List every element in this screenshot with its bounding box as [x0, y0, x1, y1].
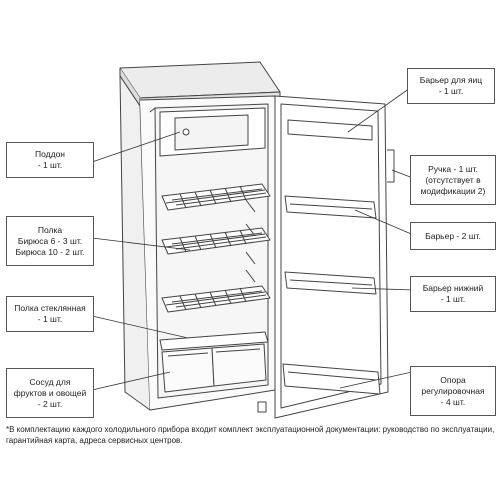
leader-door-barrier [354, 209, 417, 237]
door-barrier-1 [284, 195, 377, 219]
leader-shelf [91, 237, 191, 251]
wire-shelf-3 [161, 285, 271, 313]
documentation-footnote: *В комплектацию каждого холодильного при… [6, 424, 496, 446]
label-door-barrier: Барьер - 2 шт. [410, 222, 496, 250]
leader-bottom-barrier [351, 287, 415, 291]
label-crisper-line3: - 2 шт. [37, 398, 63, 409]
door-handle [387, 149, 395, 183]
label-bottom-barrier-line1: Барьер нижний [422, 283, 484, 293]
adjustable-foot [257, 401, 267, 413]
door-egg-barrier [287, 119, 373, 141]
label-bottom-barrier-line2: - 1 шт. [440, 294, 466, 304]
label-crisper: Сосуд для фруктов и овощей - 2 шт. [6, 368, 94, 418]
label-shelf-line1: Полка [37, 224, 63, 235]
label-shelf-line2: Бирюса 6 - 3 шт. [17, 235, 83, 246]
freezer-knob [182, 128, 190, 136]
fridge-door [274, 95, 389, 419]
wire-shelf-2 [161, 227, 271, 255]
label-shelf: Полка Бирюса 6 - 3 шт. Бирюса 10 - 2 шт. [6, 216, 94, 266]
label-handle-line3: модификации 2) [420, 185, 486, 196]
label-adjustable-foot-line3: - 4 шт. [440, 396, 466, 407]
label-glass-shelf-line1: Полка стеклянная [14, 303, 86, 313]
label-glass-shelf-line2: - 1 шт. [37, 314, 63, 324]
label-adjustable-foot: Опора регулировочная - 4 шт. [410, 366, 496, 416]
crisper-right [211, 343, 267, 387]
label-glass-shelf: Полка стеклянная - 1 шт. [6, 296, 94, 332]
label-handle-line1: Ручка - 1 шт. [428, 163, 478, 174]
label-bottom-barrier: Барьер нижний - 1 шт. [410, 276, 496, 312]
leader-glass-shelf [91, 315, 189, 339]
footnote-line2: гарантийная карта, адреса сервисных цент… [6, 436, 183, 445]
label-egg-barrier-line1: Барьер для яиц [419, 75, 483, 85]
footnote-line1: *В комплектацию каждого холодильного при… [6, 425, 495, 434]
leader-egg-barrier [347, 87, 411, 133]
label-tray-line1: Поддон [35, 149, 65, 159]
door-barrier-2 [284, 271, 377, 295]
label-egg-barrier: Барьер для яиц - 1 шт. [407, 68, 495, 104]
label-adjustable-foot-line1: Опора [440, 374, 466, 385]
label-shelf-line3: Бирюса 10 - 2 шт. [15, 246, 85, 257]
leader-adjustable-foot [339, 371, 413, 389]
label-handle: Ручка - 1 шт. (отсутствует в модификации… [410, 155, 496, 205]
label-tray: Поддон - 1 шт. [6, 142, 94, 178]
label-egg-barrier-line2: - 1 шт. [438, 86, 464, 96]
label-crisper-line2: фруктов и овощей [13, 387, 87, 398]
glass-shelf [159, 331, 269, 351]
door-bottom-barrier [282, 363, 381, 395]
wire-shelf-1 [161, 183, 271, 211]
label-crisper-line1: Сосуд для [29, 376, 71, 387]
fridge-cavity [154, 103, 269, 399]
leader-tray [91, 131, 181, 163]
label-tray-line2: - 1 шт. [37, 160, 63, 170]
label-adjustable-foot-line2: регулировочная [421, 385, 485, 396]
label-handle-line2: (отсутствует в [425, 174, 481, 185]
label-door-barrier-line1: Барьер - 2 шт. [425, 230, 481, 241]
leader-crisper [91, 371, 171, 391]
